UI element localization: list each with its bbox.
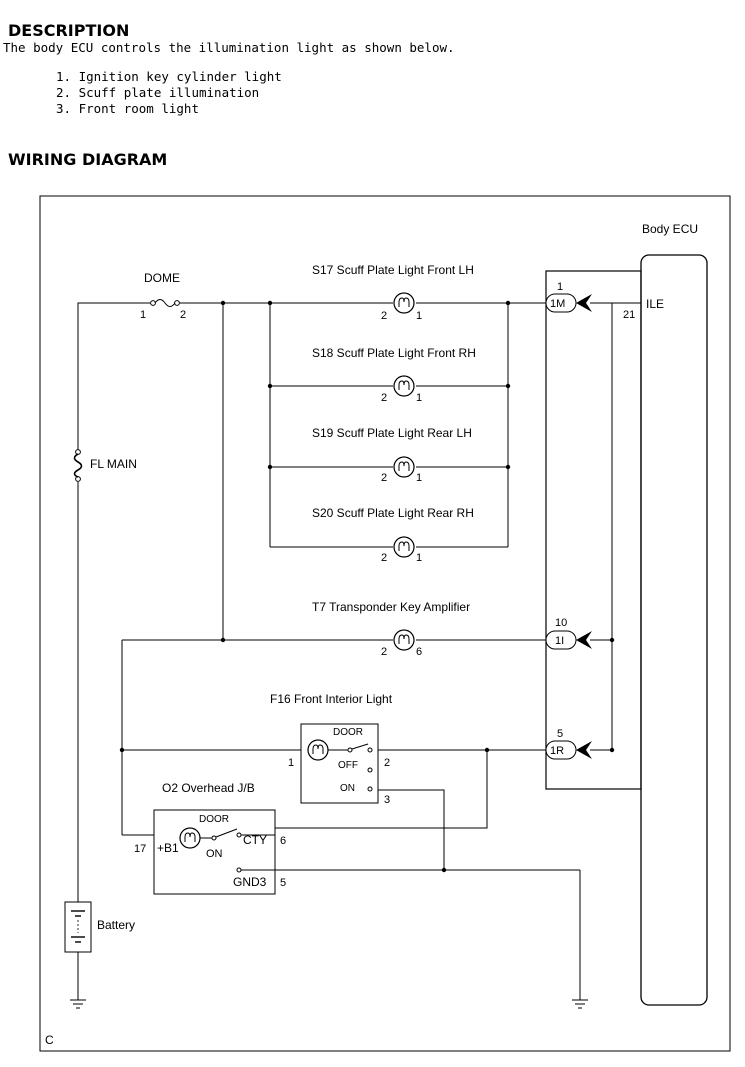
body-ecu-box [640, 254, 708, 1006]
fl-main-label: FL MAIN [90, 457, 137, 471]
battery-label: Battery [97, 918, 135, 932]
f16-box [300, 723, 379, 804]
wires [77, 302, 641, 1000]
t7-label: T7 Transponder Key Amplifier [312, 600, 470, 614]
connector-name: 1R [550, 745, 564, 757]
dome-label: DOME [144, 271, 180, 285]
s18-label: S18 Scuff Plate Light Front RH [312, 346, 476, 360]
bulb-icon [393, 456, 415, 478]
dome-pin-2: 2 [180, 309, 186, 321]
junction-block [545, 270, 642, 790]
junction-dots [119, 300, 615, 873]
list-item: 3. Front room light [56, 101, 199, 116]
list-item: 1. Ignition key cylinder light [56, 69, 282, 84]
o2-on: ON [206, 848, 223, 860]
f16-pin-1: 1 [288, 757, 294, 769]
s19-pin-right: 1 [416, 472, 422, 484]
o2-gnd: GND3 [233, 875, 267, 889]
s20-label: S20 Scuff Plate Light Rear RH [312, 506, 474, 520]
o2-label: O2 Overhead J/B [162, 781, 255, 795]
s20-pin-left: 2 [381, 552, 387, 564]
ile-pin: 21 [623, 309, 635, 321]
connector-1i: 10 1I [545, 617, 592, 650]
s17-label: S17 Scuff Plate Light Front LH [312, 263, 474, 277]
bulb-icon [393, 375, 415, 397]
connector-pin: 5 [557, 728, 563, 740]
bulb-icon [393, 536, 415, 558]
wiring-heading: WIRING DIAGRAM [8, 150, 168, 169]
ile-label: ILE [646, 297, 664, 311]
o2-cty-pin: 6 [280, 835, 286, 847]
s17-pin-left: 2 [381, 310, 387, 322]
bulb-icon [179, 827, 201, 849]
connector-pin: 1 [557, 281, 563, 293]
s19-pin-left: 2 [381, 472, 387, 484]
bulb-icon [393, 629, 415, 651]
o2-b1-pin: 17 [134, 843, 146, 855]
description-heading: DESCRIPTION [8, 21, 130, 40]
ground-icon [70, 999, 86, 1009]
o2-gnd-pin: 5 [280, 877, 286, 889]
s19-label: S19 Scuff Plate Light Rear LH [312, 426, 472, 440]
description-intro: The body ECU controls the illumination l… [3, 40, 455, 55]
s18-pin-right: 1 [416, 392, 422, 404]
s17-pin-right: 1 [416, 310, 422, 322]
f16-pin-3: 3 [384, 794, 390, 806]
o2-door: DOOR [199, 814, 229, 825]
ground-icon [572, 999, 588, 1009]
dome-fuse-icon [150, 299, 180, 307]
corner-mark: C [45, 1033, 54, 1047]
connector-name: 1I [555, 635, 564, 647]
s18-pin-left: 2 [381, 392, 387, 404]
connector-name: 1M [550, 298, 565, 310]
t7-pin-left: 2 [381, 646, 387, 658]
f16-door: DOOR [333, 727, 363, 738]
f16-label: F16 Front Interior Light [270, 692, 393, 706]
bulb-icon [393, 292, 415, 314]
connector-pin: 10 [555, 617, 567, 629]
connector-1m: 1 1M [545, 281, 592, 313]
o2-b1: +B1 [157, 841, 179, 855]
f16-on: ON [340, 783, 355, 794]
fusible-link-icon [73, 449, 83, 482]
bulb-icon [307, 739, 329, 761]
diagram-frame [39, 195, 731, 1052]
o2-box [153, 809, 276, 895]
body-ecu-label: Body ECU [642, 222, 698, 236]
t7-pin-right: 6 [416, 646, 422, 658]
list-item: 2. Scuff plate illumination [56, 85, 260, 100]
illumination-list: 1. Ignition key cylinder light 2. Scuff … [56, 69, 282, 117]
s20-pin-right: 1 [416, 552, 422, 564]
o2-cty: CTY [243, 833, 267, 847]
connector-1r: 5 1R [545, 728, 592, 760]
battery-icon [64, 901, 92, 953]
f16-off: OFF [338, 760, 358, 771]
dome-pin-1: 1 [140, 309, 146, 321]
f16-pin-2: 2 [384, 757, 390, 769]
